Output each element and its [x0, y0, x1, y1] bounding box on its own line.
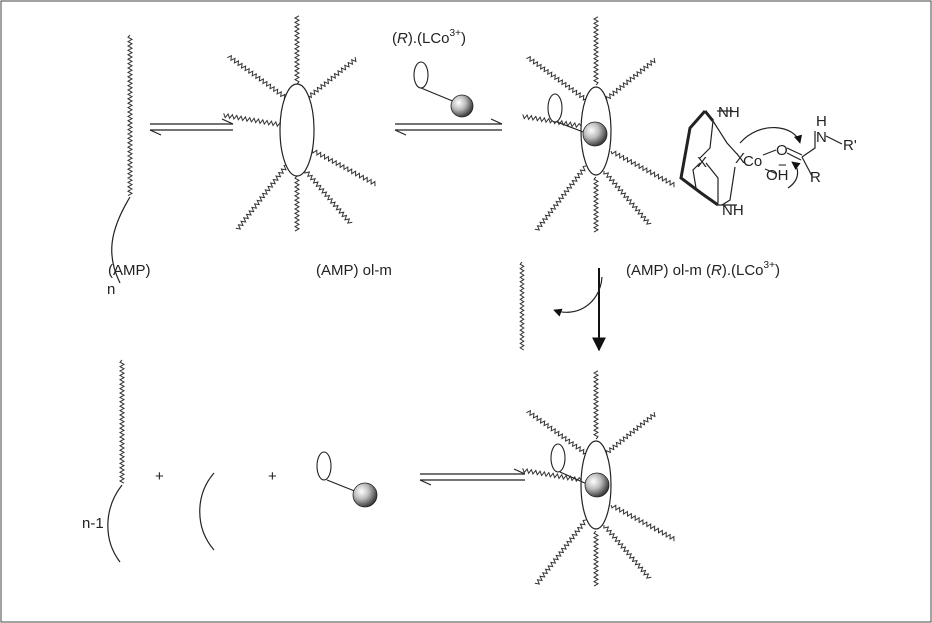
cobalt-complex-structure: NH NH X X Co O OH − N H R' R — [679, 104, 857, 219]
amp-label: (AMP) — [108, 262, 151, 279]
equilibrium-arrow-2 — [394, 118, 503, 136]
minus-label: − — [778, 157, 787, 174]
wavy-chain — [603, 411, 656, 456]
x-left: X — [697, 154, 707, 171]
wavy-chain — [592, 370, 600, 440]
free-reagent — [316, 451, 378, 508]
wavy-chain — [118, 359, 126, 484]
amp-monomer: n — [107, 196, 131, 298]
cobalt-sphere-reagent — [450, 94, 474, 118]
n-minus-1-label: n-1 — [82, 515, 104, 532]
h-label: H — [816, 113, 827, 130]
wavy-chain — [126, 34, 134, 197]
cobalt-sphere-2 — [582, 121, 608, 147]
n-label: N — [816, 129, 827, 146]
wavy-chain — [603, 170, 652, 225]
wavy-chain — [522, 467, 582, 483]
plus-1: + — [155, 468, 164, 485]
cleavage-arrows — [553, 268, 606, 352]
equilibrium-arrow-3 — [419, 468, 526, 486]
wavy-chain — [603, 57, 656, 102]
wavy-chain — [519, 261, 525, 351]
micelle-3-with-cobalt — [550, 440, 612, 530]
cobalt-sphere-free — [352, 482, 378, 508]
wavy-chain — [534, 519, 587, 585]
r-label: R — [810, 169, 821, 186]
equilibrium-arrow-1 — [149, 118, 234, 136]
micelle-core-1 — [279, 83, 315, 177]
wavy-chain — [592, 16, 600, 86]
nh-bottom: NH — [722, 202, 744, 219]
wavy-chain — [592, 530, 600, 587]
o-label: O — [776, 142, 788, 159]
wavy-chain — [293, 15, 301, 85]
wavy-chain — [304, 56, 357, 101]
amp-olm-complex-label: (AMP) ol-m (R).(LCo3+) — [626, 260, 780, 279]
wavy-chain — [534, 165, 587, 231]
co-label: Co — [743, 153, 762, 170]
wavy-chain — [603, 524, 652, 579]
amp-olm-label: (AMP) ol-m — [316, 262, 392, 279]
wavy-chain — [223, 112, 283, 128]
amp-n-label: n — [107, 281, 115, 298]
wavy-chain — [526, 55, 589, 102]
wavy-chain — [526, 409, 589, 456]
wavy-chain — [610, 150, 675, 188]
wavy-chain — [610, 504, 675, 542]
cobalt-sphere-3 — [584, 472, 610, 498]
wavy-chain — [311, 149, 376, 187]
product-amp: n-1 — [82, 484, 123, 563]
amp-tail-arc — [111, 196, 131, 284]
wavy-chain — [227, 54, 290, 101]
oh-label: OH — [766, 167, 789, 184]
plus-2: + — [268, 468, 277, 485]
wavy-chain — [304, 169, 353, 224]
wavy-chain — [293, 175, 301, 232]
wavy-chain — [592, 176, 600, 233]
micelle-2-with-cobalt — [547, 86, 612, 176]
wavy-chain — [235, 164, 288, 230]
reagent-label: (R).(LCo3+) — [392, 28, 466, 47]
reagent-r-lco — [413, 61, 474, 118]
cleaved-fragment-arc — [199, 472, 215, 551]
r-prime-label: R' — [843, 137, 857, 154]
x-co: X — [735, 150, 745, 167]
nh-top: NH — [718, 104, 740, 121]
